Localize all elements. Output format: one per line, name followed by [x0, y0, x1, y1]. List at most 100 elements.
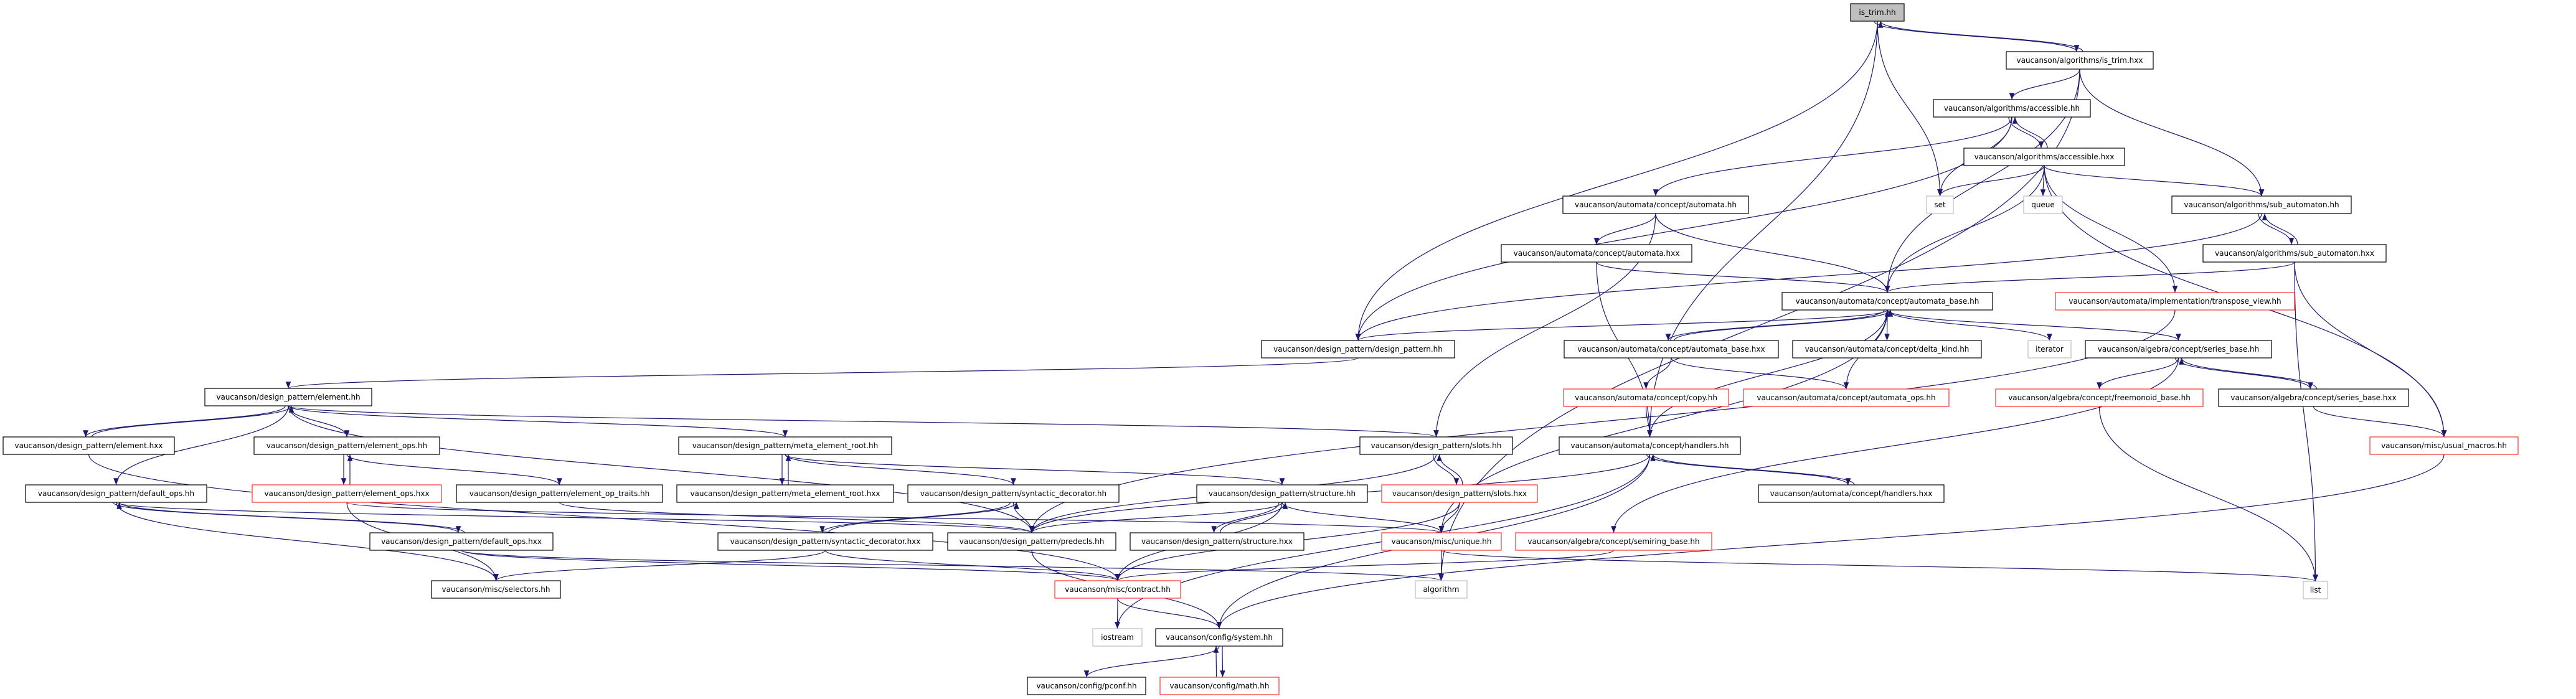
dependency-edge: [2294, 261, 2318, 582]
graph-node[interactable]: vaucanson/misc/contract.hh: [1054, 580, 1181, 599]
dependency-edge: [115, 502, 1034, 533]
graph-node[interactable]: set: [1926, 195, 1954, 214]
node-label: vaucanson/design_pattern/element_op_trai…: [469, 489, 650, 498]
graph-node[interactable]: vaucanson/misc/selectors.hh: [431, 580, 561, 599]
node-label: vaucanson/algorithms/is_trim.hxx: [2017, 56, 2143, 65]
dependency-edge: [288, 405, 350, 438]
node-box: [1092, 628, 1143, 647]
graph-node[interactable]: vaucanson/algorithms/sub_automaton.hh: [2171, 195, 2352, 214]
dependency-edge: [1083, 645, 1220, 678]
dependency-edge: [559, 502, 1034, 533]
dependency-edge: [1645, 406, 1653, 438]
node-box: [1564, 340, 1779, 359]
graph-node[interactable]: vaucanson/design_pattern/default_ops.hxx: [369, 532, 554, 551]
dependency-edge: [2179, 357, 2318, 390]
node-box: [1159, 677, 1280, 695]
graph-node[interactable]: vaucanson/design_pattern/meta_element_ro…: [678, 436, 892, 455]
graph-node[interactable]: vaucanson/design_pattern/element_ops.hh: [253, 436, 440, 455]
graph-node[interactable]: iostream: [1092, 628, 1143, 647]
graph-node[interactable]: vaucanson/design_pattern/meta_element_ro…: [676, 484, 894, 503]
graph-node[interactable]: list: [2303, 581, 2328, 599]
node-box: [431, 580, 561, 599]
dependency-edge: [91, 405, 295, 438]
dependency-edge: [2044, 165, 2178, 293]
node-box: [2023, 195, 2063, 214]
graph-node[interactable]: vaucanson/algebra/concept/series_base.hh: [2085, 340, 2272, 359]
dependency-edge: [1029, 502, 1283, 533]
graph-node[interactable]: vaucanson/automata/concept/automata_ops.…: [1743, 388, 1950, 407]
graph-node[interactable]: vaucanson/design_pattern/element_ops.hxx: [252, 484, 442, 503]
dependency-edge: [1438, 68, 2080, 581]
graph-node[interactable]: algorithm: [1415, 580, 1468, 599]
node-label: vaucanson/misc/usual_macros.hh: [2381, 441, 2507, 450]
graph-node[interactable]: queue: [2023, 195, 2063, 214]
graph-node[interactable]: vaucanson/algorithms/accessible.hxx: [1963, 148, 2125, 166]
node-box: [1926, 195, 1954, 214]
dependency-edge: [1643, 357, 1672, 390]
graph-node[interactable]: vaucanson/design_pattern/predecls.hh: [947, 532, 1116, 551]
dependency-edge: [461, 550, 1120, 581]
node-box: [1963, 148, 2125, 166]
graph-node[interactable]: vaucanson/design_pattern/syntactic_decor…: [907, 484, 1120, 503]
graph-node[interactable]: vaucanson/automata/implementation/transp…: [2055, 292, 2295, 311]
node-box: [1359, 436, 1513, 455]
node-box: [1995, 388, 2204, 407]
node-box: [678, 436, 892, 455]
node-box: [1027, 677, 1146, 695]
node-box: [2202, 244, 2387, 263]
graph-node[interactable]: vaucanson/automata/concept/automata.hxx: [1501, 244, 1692, 263]
graph-node[interactable]: vaucanson/misc/usual_macros.hh: [2369, 436, 2519, 455]
graph-node[interactable]: vaucanson/algebra/concept/semiring_base.…: [1515, 532, 1712, 551]
graph-node[interactable]: vaucanson/automata/concept/handlers.hxx: [1758, 484, 1945, 503]
node-box: [1381, 484, 1538, 503]
graph-node[interactable]: vaucanson/design_pattern/element.hh: [204, 388, 372, 406]
graph-node[interactable]: vaucanson/config/math.hh: [1159, 677, 1280, 695]
graph-node[interactable]: vaucanson/algebra/concept/freemonoid_bas…: [1995, 388, 2204, 407]
graph-node[interactable]: vaucanson/algebra/concept/series_base.hx…: [2218, 388, 2409, 407]
dependency-edge: [2044, 165, 2265, 197]
node-label: vaucanson/automata/concept/automata.hh: [1575, 200, 1737, 209]
graph-node[interactable]: iterator: [2027, 340, 2072, 359]
graph-node[interactable]: vaucanson/design_pattern/element.hxx: [2, 436, 175, 455]
graph-node[interactable]: vaucanson/design_pattern/design_pattern.…: [1261, 340, 1455, 359]
graph-node[interactable]: vaucanson/automata/concept/automata_base…: [1781, 292, 1993, 311]
dependency-edge: [1220, 645, 1225, 678]
dependency-edge: [116, 502, 465, 533]
graph-node[interactable]: vaucanson/algorithms/is_trim.hxx: [2006, 51, 2154, 70]
dependency-edge: [785, 454, 1016, 486]
dependency-edge: [2174, 357, 2313, 390]
dependency-edge: [1653, 116, 2012, 197]
graph-node[interactable]: is_trim.hh: [1850, 3, 1905, 22]
graph-node[interactable]: vaucanson/design_pattern/syntactic_decor…: [717, 532, 933, 551]
graph-node[interactable]: vaucanson/design_pattern/slots.hxx: [1381, 484, 1538, 503]
graph-node[interactable]: vaucanson/automata/concept/delta_kind.hh: [1792, 340, 1982, 359]
node-box: [1792, 340, 1982, 359]
node-label: vaucanson/design_pattern/syntactic_decor…: [730, 537, 921, 546]
node-box: [25, 484, 207, 503]
graph-node[interactable]: vaucanson/design_pattern/structure.hh: [1196, 484, 1368, 503]
graph-node[interactable]: vaucanson/config/system.hh: [1155, 628, 1283, 647]
graph-node[interactable]: vaucanson/algorithms/sub_automaton.hxx: [2202, 244, 2387, 263]
graph-node[interactable]: vaucanson/automata/concept/handlers.hh: [1559, 436, 1741, 455]
graph-node[interactable]: vaucanson/misc/unique.hh: [1381, 532, 1502, 551]
graph-node[interactable]: vaucanson/automata/concept/automata_base…: [1564, 340, 1779, 359]
node-box: [1515, 532, 1712, 551]
graph-node[interactable]: vaucanson/automata/concept/automata.hh: [1562, 195, 1749, 214]
node-label: vaucanson/design_pattern/slots.hh: [1371, 441, 1502, 450]
graph-node[interactable]: vaucanson/design_pattern/slots.hh: [1359, 436, 1513, 455]
dependency-edge: [1877, 21, 1943, 197]
graph-node[interactable]: vaucanson/design_pattern/element_op_trai…: [456, 484, 663, 503]
node-label: vaucanson/algebra/concept/semiring_base.…: [1527, 537, 1699, 546]
graph-node[interactable]: vaucanson/config/pconf.hh: [1027, 677, 1146, 695]
graph-node[interactable]: vaucanson/design_pattern/default_ops.hh: [25, 484, 207, 503]
dependency-edge: [1665, 309, 1885, 341]
graph-node[interactable]: vaucanson/automata/concept/copy.hh: [1563, 388, 1729, 407]
node-label: vaucanson/design_pattern/default_ops.hh: [38, 489, 194, 498]
dependency-edge: [88, 454, 1121, 581]
graph-node[interactable]: vaucanson/algorithms/accessible.hh: [1933, 99, 2091, 118]
node-label: vaucanson/design_pattern/structure.hxx: [1141, 537, 1293, 546]
dependency-edge: [2012, 116, 2048, 149]
dependency-edge: [1596, 261, 1890, 293]
graph-node[interactable]: vaucanson/design_pattern/structure.hxx: [1130, 532, 1305, 551]
